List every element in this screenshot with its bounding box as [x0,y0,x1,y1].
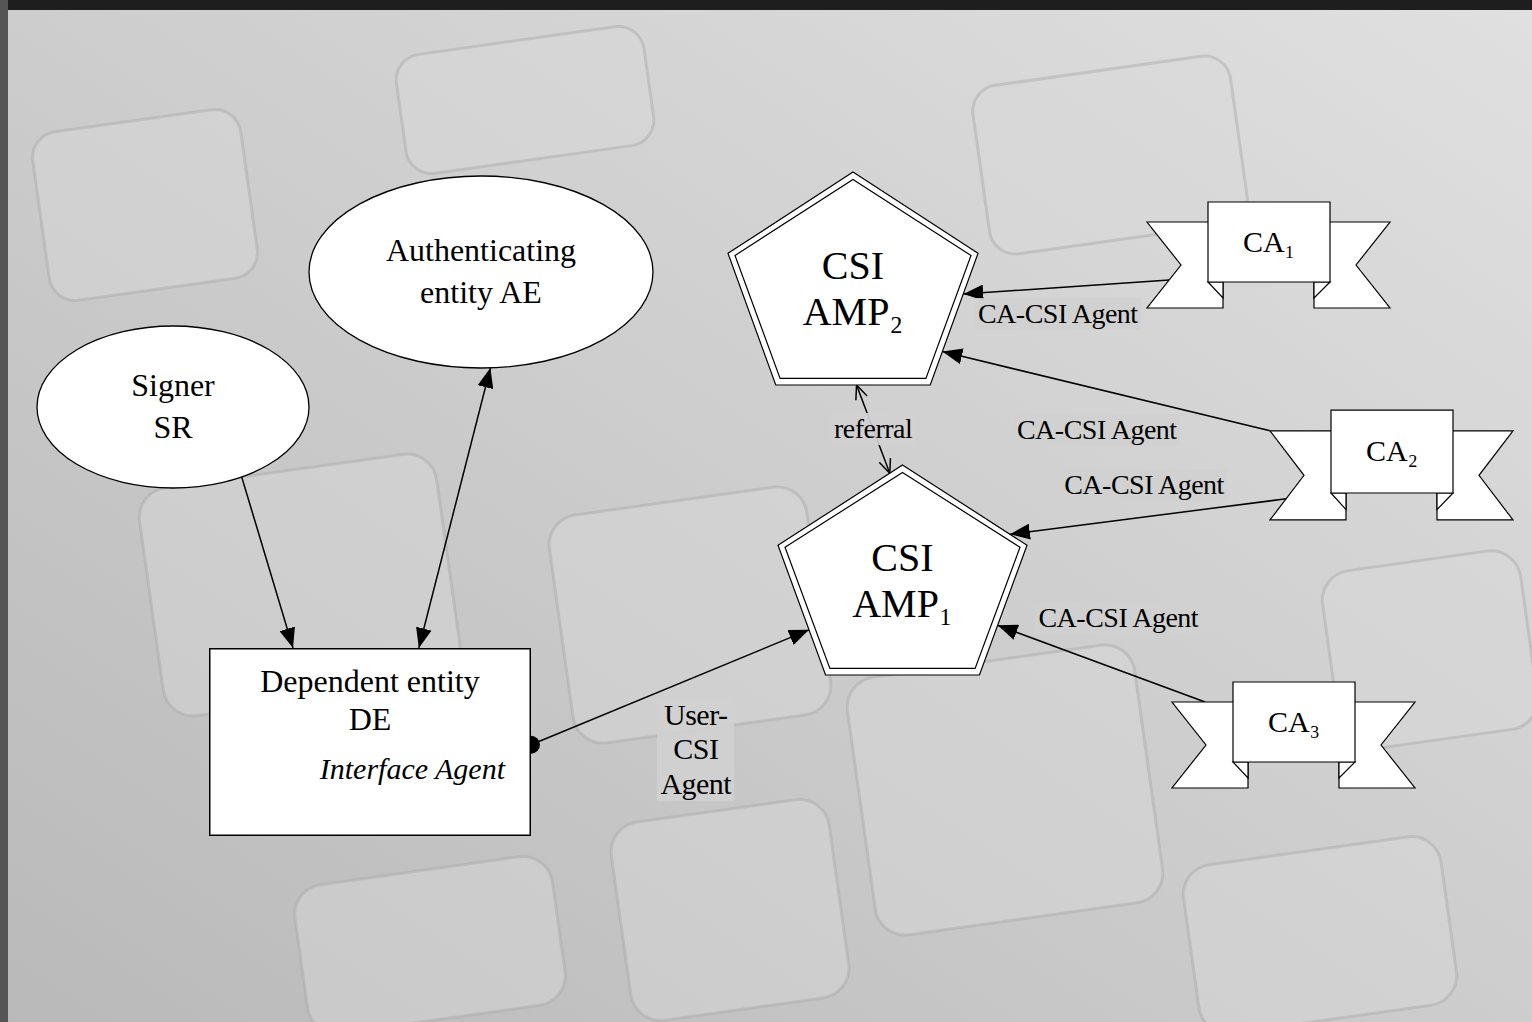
pentagon-outer [778,465,1027,675]
node-label: CA₃ [1268,705,1320,740]
key-shape [29,106,261,304]
node-label: Authenticating entity AE [386,230,576,313]
entity-ellipse-outline [308,175,654,369]
left-dark-band [0,0,8,1022]
connector-label: User-CSI Agent [657,698,734,802]
connector-label: CA-CSI Agent [1035,602,1201,634]
ca-banner: CA₃ [1172,680,1415,790]
entity-ellipse: Signer SR [36,325,310,489]
connector-arrow [1010,499,1286,534]
csi-amp-pentagon: CSI AMP₁ [778,465,1027,675]
ellipse-outline [309,176,653,368]
connector-label: referral [831,413,915,445]
node-label: CSI AMP₂ [803,243,904,335]
pentagon-outer [728,172,978,385]
connector-label: CA-CSI Agent [975,298,1141,330]
connector-arrow [242,477,293,648]
connector-label: CA-CSI Agent [1014,414,1180,446]
node-label: CSI AMP₁ [852,535,953,627]
ribbon-part [1339,762,1355,778]
pentagon-inner [735,179,971,378]
node-label: Dependent entity DE [239,662,501,739]
key-shape [291,853,569,1022]
entity-ellipse-outline [36,325,310,489]
ribbon-part [1331,493,1346,510]
pentagon-inner [785,472,1020,668]
node-label: CA₁ [1243,225,1295,260]
ribbon-part [1208,282,1223,298]
ca-banner: CA₁ [1147,200,1390,310]
connector-arrow [419,368,491,648]
key-shape [393,23,657,177]
key-shape [1179,833,1460,1022]
ribbon-part [1314,282,1330,298]
connector-arrow [998,625,1205,702]
box-outline [210,649,531,836]
ribbon-part [1331,410,1453,493]
csi-amp-pentagon: CSI AMP₂ [728,172,978,385]
connector-arrow [963,280,1169,294]
ribbon-part [1233,682,1355,762]
ribbon-part [1437,493,1453,510]
ca-banner: CA₂ [1270,408,1513,522]
top-dark-band [0,0,1532,10]
connector-label: CA-CSI Agent [1061,469,1227,501]
dependent-entity-box: Dependent entity DE Interface Agent [209,648,531,836]
ribbon-part [1208,202,1330,282]
node-label: Signer SR [131,365,215,448]
key-shape [843,641,1166,939]
node-label: CA₂ [1366,434,1418,469]
ribbon-part [1233,762,1248,778]
key-shape [607,796,853,1022]
keyboard-keys [29,23,1532,1022]
ellipse-outline [37,326,309,488]
agent-label: Interface Agent [320,751,505,787]
entity-ellipse: Authenticating entity AE [308,175,654,369]
